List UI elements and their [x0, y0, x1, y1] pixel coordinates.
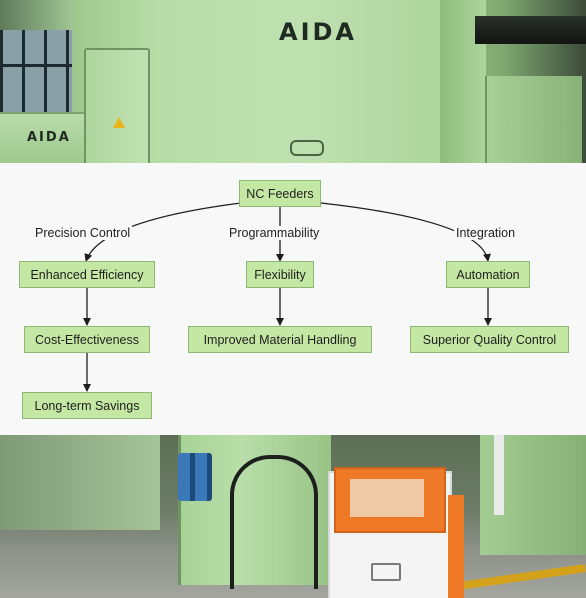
node-nc-feeders: NC Feeders — [239, 180, 321, 207]
factory-window — [0, 30, 72, 122]
side-machine-panel — [0, 112, 86, 163]
cabinet-window — [350, 479, 424, 517]
press-machine-photo: AIDA AIDA — [0, 0, 586, 163]
factory-floor-photo — [0, 435, 586, 598]
node-flexibility: Flexibility — [246, 261, 314, 288]
node-long-term-savings: Long-term Savings — [22, 392, 152, 419]
background-machine — [0, 435, 160, 530]
press-door — [84, 48, 150, 163]
node-superior-quality-control: Superior Quality Control — [410, 326, 569, 353]
node-improved-material-handling: Improved Material Handling — [188, 326, 372, 353]
brand-logo-main: AIDA — [279, 18, 357, 46]
edge-label-precision-control: Precision Control — [33, 226, 133, 240]
hydraulic-hoses — [230, 455, 318, 589]
cabinet-handle — [371, 563, 401, 581]
cabinet-side-panel — [448, 495, 464, 598]
brand-logo-side: AIDA — [27, 130, 71, 145]
air-filter-unit — [178, 453, 212, 501]
nc-feeders-diagram: Precision Control Programmability Integr… — [0, 163, 586, 435]
node-enhanced-efficiency: Enhanced Efficiency — [19, 261, 155, 288]
press-side-block — [485, 76, 582, 163]
support-pole — [494, 435, 504, 515]
node-cost-effectiveness: Cost-Effectiveness — [24, 326, 150, 353]
edge-label-programmability: Programmability — [227, 226, 322, 240]
edge-label-integration: Integration — [454, 226, 518, 240]
node-automation: Automation — [446, 261, 530, 288]
warning-triangle-icon — [113, 117, 125, 128]
bolt-fitting — [290, 140, 324, 156]
edge-root-to-automation — [320, 202, 491, 262]
steel-beam — [475, 16, 586, 44]
